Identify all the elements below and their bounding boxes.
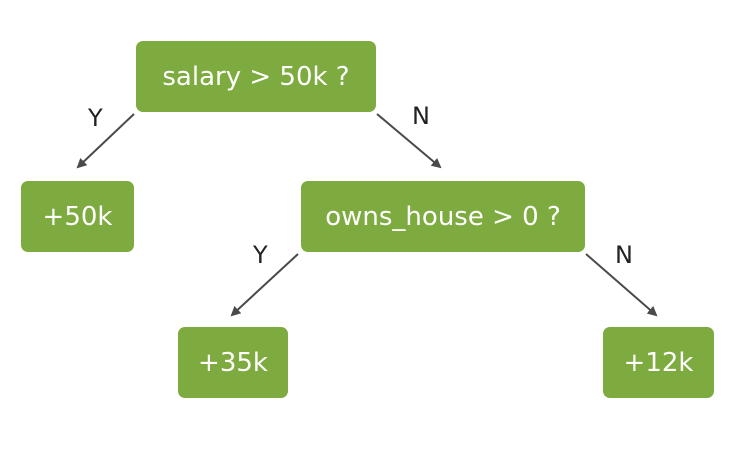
edge-label-inner-yes: Y — [253, 241, 268, 269]
edge-inner-to-yes-leaf — [230, 253, 299, 317]
inner-decision-label: owns_house > 0 ? — [325, 201, 561, 232]
inner-decision-node: owns_house > 0 ? — [301, 181, 585, 252]
root-decision-node: salary > 50k ? — [136, 41, 376, 112]
edge-label-inner-no: N — [615, 241, 633, 269]
leaf-node-inner-yes: +35k — [178, 327, 288, 398]
leaf-node-yes: +50k — [21, 181, 134, 252]
root-decision-label: salary > 50k ? — [162, 61, 350, 92]
leaf-node-inner-no: +12k — [603, 327, 714, 398]
edge-root-to-yes-leaf — [76, 113, 135, 169]
edge-inner-to-no-leaf — [585, 253, 658, 317]
edge-root-to-inner-node — [376, 113, 442, 169]
leaf-inner-yes-value: +35k — [198, 347, 268, 378]
leaf-inner-no-value: +12k — [623, 347, 694, 378]
leaf-yes-value: +50k — [42, 201, 113, 232]
edge-label-root-no: N — [412, 102, 430, 130]
edge-label-root-yes: Y — [88, 104, 103, 132]
